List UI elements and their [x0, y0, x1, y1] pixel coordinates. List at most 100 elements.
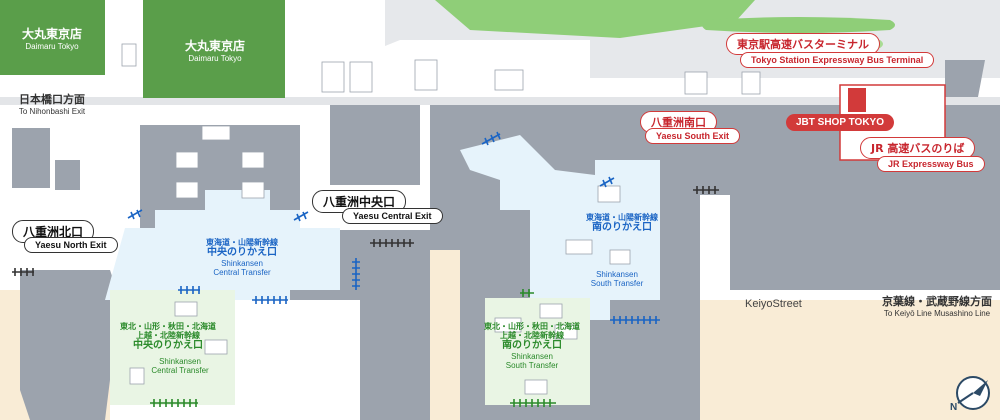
gate-icon [293, 211, 309, 222]
gate-icon [693, 186, 719, 194]
tokaido-south-transfer-en: Shinkansen South Transfer [591, 270, 643, 288]
daimaru-block [143, 0, 285, 98]
nihonbashi-direction-label: 日本橋口方面 To Nihonbashi Exit [18, 93, 86, 116]
green-median [702, 17, 895, 33]
stair-icon [609, 249, 631, 265]
stair-icon [524, 379, 548, 395]
stair-icon [241, 151, 265, 169]
stair-icon [597, 185, 621, 203]
gate-icon [12, 268, 34, 276]
gate-icon [252, 296, 288, 304]
transfer-name-en: Central Transfer [151, 366, 209, 376]
transfer-name-en: South Transfer [590, 279, 644, 289]
gate-icon [599, 176, 615, 188]
tokaido-central-transfer-label: 東海道・山陽新幹線 中央のりかえ口 Shinkansen Central Tra… [206, 238, 278, 277]
transfer-name-jp: 南のりかえ口 [592, 222, 652, 234]
stair-icon [204, 339, 228, 355]
stair-icon [175, 181, 199, 199]
transfer-name-en: Central Transfer [213, 267, 271, 277]
transfer-lines: 上越・北陸新幹線 [136, 331, 200, 341]
gate-icon [481, 131, 501, 146]
stair-icon [349, 61, 373, 93]
north-arrow-icon [956, 376, 990, 410]
jbt-shop-label[interactable]: JBT SHOP TOKYO [786, 114, 894, 131]
stair-icon [201, 125, 231, 141]
store-name-jp: 大丸東京店 [184, 39, 246, 53]
stair-icon [684, 71, 708, 95]
gate-icon [178, 286, 200, 294]
gate-icon [510, 399, 556, 407]
compass-letter: N [950, 402, 958, 413]
jr-bus-en-label[interactable]: JR Expressway Bus [877, 156, 985, 172]
north-exit-en-label[interactable]: Yaesu North Exit [24, 237, 118, 253]
transfer-lines: 東北・山形・秋田・北海道 [484, 322, 580, 331]
tohoku-south-transfer-label: 東北・山形・秋田・北海道 上越・北陸新幹線 南のりかえ口 Shinkansen … [484, 322, 580, 370]
transfer-lines: 東海道・山陽新幹線 [206, 238, 278, 247]
central-concourse [205, 190, 270, 228]
central-exit-en-label[interactable]: Yaesu Central Exit [342, 208, 443, 224]
transfer-name-en: Shinkansen [596, 270, 638, 279]
south-exit-en-label[interactable]: Yaesu South Exit [645, 128, 741, 144]
bus-terminal-en-label[interactable]: Tokyo Station Expressway Bus Terminal [740, 52, 935, 68]
transfer-name-en: South Transfer [505, 361, 559, 371]
store-name-en: Daimaru Tokyo [25, 41, 79, 51]
jr-bus-jp-label[interactable]: JR 高速バスのりば [860, 137, 976, 159]
gate-icon [150, 399, 198, 407]
stair-icon [175, 151, 199, 169]
green-gates [150, 289, 556, 407]
direction-jp: 日本橋口方面 [18, 93, 85, 106]
stair-icon [121, 43, 137, 67]
transfer-lines: 東海道・山陽新幹線 [586, 213, 658, 222]
keiyo-street-label: KeiyoStreet [745, 298, 802, 310]
stair-icon [241, 181, 265, 199]
tohoku-central-transfer-en: Shinkansen Central Transfer [151, 357, 208, 375]
gate-icon [352, 258, 360, 290]
tohoku-central-transfer-label: 東北・山形・秋田・北海道 上越・北陸新幹線 中央のりかえ口 [120, 322, 216, 352]
building [12, 128, 50, 188]
green-plaza [435, 0, 755, 38]
store-name-jp: 大丸東京店 [21, 27, 83, 41]
stair-icon [494, 317, 522, 333]
central-concourse [105, 210, 340, 300]
stair-icon [174, 301, 198, 317]
store-label: 大丸東京店 Daimaru Tokyo [21, 27, 83, 51]
transfer-lines: 上越・北陸新幹線 [500, 331, 564, 341]
stair-icon [414, 59, 438, 91]
transfer-lines: 東北・山形・秋田・北海道 [120, 322, 216, 331]
blue-gates [127, 131, 660, 324]
transfer-name-en: Shinkansen [159, 357, 201, 366]
stair-icon [554, 324, 578, 340]
transfer-name-en: Shinkansen [511, 351, 553, 361]
gate-icon [370, 239, 414, 247]
stair-icon [321, 61, 345, 93]
walkway [380, 40, 590, 97]
gate-icon [520, 289, 534, 297]
building [330, 105, 420, 185]
exit-gates [12, 186, 719, 276]
building [20, 270, 120, 420]
ground-area [660, 300, 1000, 420]
store-name-en: Daimaru Tokyo [188, 53, 242, 63]
store-label: 大丸東京店 Daimaru Tokyo [184, 39, 246, 63]
direction-en: To Keiyō Line Musashino Line [883, 308, 991, 318]
jbt-marker [848, 88, 866, 112]
gate-icon [127, 209, 143, 220]
transfer-name-jp: 中央のりかえ口 [207, 247, 277, 259]
building [55, 160, 80, 190]
transfer-name-jp: 南のりかえ口 [502, 340, 562, 352]
building [945, 60, 985, 97]
direction-jp: 京葉線・武蔵野線方面 [882, 295, 992, 308]
tokaido-south-transfer-label: 東海道・山陽新幹線 南のりかえ口 [586, 213, 658, 234]
daimaru-block [0, 0, 105, 75]
keiyo-direction-label: 京葉線・武蔵野線方面 To Keiyō Line Musashino Line [882, 295, 992, 318]
stair-icon [494, 69, 524, 91]
gate-icon [610, 316, 660, 324]
stair-symbols [121, 43, 761, 395]
stair-icon [565, 239, 593, 255]
south-exit-jp-label[interactable]: 八重洲南口 [640, 111, 717, 133]
direction-en: To Nihonbashi Exit [18, 106, 86, 116]
transfer-name-en: Shinkansen [221, 258, 263, 268]
transfer-name-jp: 中央のりかえ口 [133, 340, 203, 352]
